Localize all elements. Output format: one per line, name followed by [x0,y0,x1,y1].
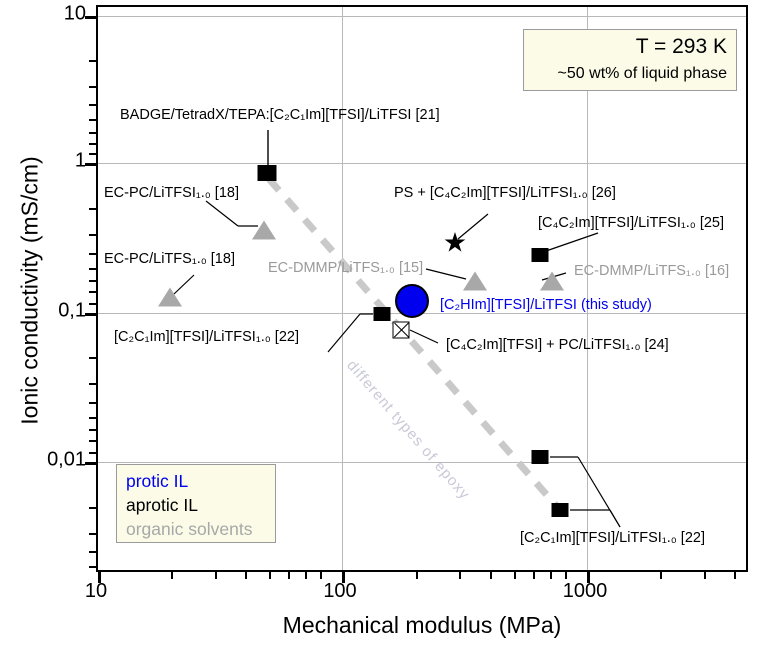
annotation-ecpc-litfs: EC-PC/LiTFS₁.₀ [18] [104,251,235,267]
data-point-ecdmmp16-triangle[interactable] [540,271,564,291]
legend-item-solvents: organic solvents [126,519,253,539]
annotation-ecdmmp-15: EC-DMMP/LiTFS₁.₀ [15] [268,260,424,276]
x-tick [320,570,322,579]
gridline-vertical [587,7,588,570]
data-point-c4c2-pc-24-crossed-square[interactable] [392,321,410,339]
data-point-ps-star[interactable]: ★ [442,227,468,258]
x-tick-label: 1000 [562,580,608,602]
y-tick [89,280,98,282]
x-tick [342,570,345,583]
data-point-c4c2-25-square[interactable] [531,248,549,262]
x-tick [550,570,552,579]
legend-item-aprotic: aprotic IL [126,495,198,515]
data-point-c2c1-22-lower-square-b[interactable] [551,503,569,517]
x-tick [459,570,461,579]
x-tick [215,570,217,579]
annotation-c2c1-22-lower: [C₂C₁Im][TFSI]/LiTFSI₁.₀ [22] [520,530,705,546]
x-tick-label: 100 [323,580,357,602]
y-tick [89,119,98,121]
y-tick [89,253,98,255]
gridline-horizontal [98,16,746,17]
x-tick [416,570,418,579]
y-tick [89,440,98,442]
annotation-this-study: [C₂HIm][TFSI]/LiTFSI (this study) [440,297,652,313]
y-tick [89,208,98,210]
liquid-phase-label: ~50 wt% of liquid phase [557,65,727,82]
annotation-c4c2-25: [C₄C₂Im][TFSI]/LiTFSI₁.₀ [25] [538,215,725,231]
x-tick [704,570,706,579]
y-tick-label: 1 [74,149,86,172]
conditions-box: T = 293 K ~50 wt% of liquid phase [523,29,737,91]
y-tick [89,551,98,553]
x-tick [587,570,590,583]
x-tick [660,570,662,579]
y-tick [85,313,98,316]
x-tick [533,570,535,579]
annotation-c2c1-22-upper: [C₂C₁Im][TFSI]/LiTFSI₁.₀ [22] [114,329,299,345]
x-tick [514,570,516,579]
plot-area: ★ different types of epoxy BADGE/TetradX… [85,5,748,583]
x-tick [269,570,271,579]
annotation-ecdmmp-16: EC-DMMP/LiTFS₁.₀ [16] [574,263,730,279]
x-tick [98,570,101,583]
y-tick [85,462,98,465]
y-tick [89,303,98,305]
x-tick [245,570,247,579]
y-tick [89,429,98,431]
x-tick [288,570,290,579]
annotation-ecpc-litfsi: EC-PC/LiTFSI₁.₀ [18] [104,185,239,201]
data-point-c2c1-22-lower-square-a[interactable] [531,450,549,464]
data-point-c2c1-22-square[interactable] [373,307,391,321]
y-tick [89,153,98,155]
annotation-ps-c4c2: PS + [C₄C₂Im][TFSI]/LiTFSI₁.₀ [26] [394,185,616,201]
x-tick-label: 10 [84,580,108,602]
data-point-badge-square[interactable] [257,165,277,181]
y-tick [89,291,98,293]
y-tick-label: 10 [63,2,86,25]
y-tick [89,60,98,62]
y-tick [89,533,98,535]
x-axis-title: Mechanical modulus (MPa) [282,612,562,638]
y-tick [89,417,98,419]
x-tick [734,570,736,579]
gridline-horizontal [98,163,746,164]
data-point-ecpc-litfsi-triangle[interactable] [252,220,276,240]
y-tick [89,402,98,404]
y-tick [89,234,98,236]
y-tick [89,104,98,106]
y-tick [85,163,98,166]
gridline-vertical [342,7,343,570]
annotation-c4c2-pc-24: [C₄C₂Im][TFSI] + PC/LiTFSI₁.₀ [24] [446,337,669,353]
y-tick [89,452,98,454]
legend-item-protic: protic IL [126,471,189,491]
x-tick [305,570,307,579]
y-tick-label: 0,01 [47,448,86,471]
y-tick [89,507,98,509]
y-tick [89,357,98,359]
x-tick [171,570,173,579]
y-tick-label: 0,1 [58,299,86,322]
data-point-ecdmmp15-triangle[interactable] [463,271,487,291]
legend-box: protic IL aprotic IL organic solvents [116,464,276,543]
y-tick [85,16,98,19]
data-point-ecpc-litfs-triangle[interactable] [158,287,182,307]
x-tick [490,570,492,579]
annotation-badge: BADGE/TetradX/TEPA:[C₂C₁Im][TFSI]/LiTFSI… [120,107,440,123]
temperature-label: T = 293 K [635,35,727,58]
y-tick [89,268,98,270]
y-tick [89,132,98,134]
gridline-horizontal [98,462,746,463]
trend-line-label: different types of epoxy [343,357,474,504]
y-tick [89,143,98,145]
data-point-this-study-circle[interactable] [395,284,429,318]
y-tick [89,566,98,568]
y-tick [89,86,98,88]
y-tick [89,383,98,385]
x-tick [565,570,567,579]
